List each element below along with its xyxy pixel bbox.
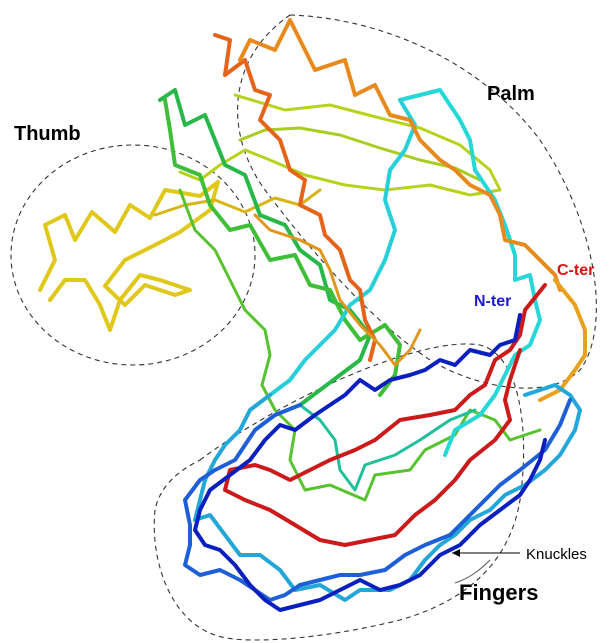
backbone-trace-cyan-2 <box>270 100 415 395</box>
thumb-label: Thumb <box>14 123 81 145</box>
n-ter-label: N-ter <box>474 293 511 310</box>
fingers-label: Fingers <box>459 580 538 605</box>
backbone-trace-orange-4 <box>540 280 585 400</box>
backbone-trace-green-3 <box>180 190 540 500</box>
knuckles-label: Knuckles <box>526 546 587 563</box>
backbone-trace-orange-3 <box>255 215 420 365</box>
c-ter-label: C-ter <box>557 262 594 279</box>
palm-label: Palm <box>487 83 535 105</box>
backbone-traces <box>40 20 585 610</box>
